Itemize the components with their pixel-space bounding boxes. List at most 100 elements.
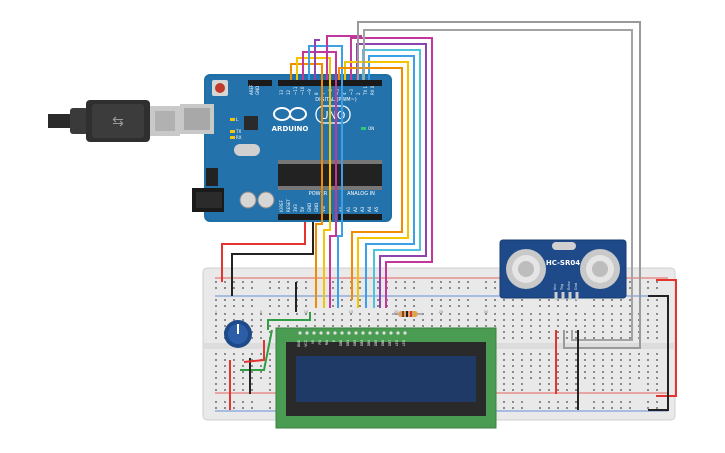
sensor-pin-label: Trig: [560, 284, 564, 291]
digital-pin-label: ~5: [335, 89, 340, 95]
wire-d5-yellow: [344, 61, 409, 308]
arduino-brand-text: ARDUINO: [272, 125, 309, 133]
power-pin-label: GND: [307, 203, 312, 212]
lcd-pin[interactable]: [347, 331, 351, 335]
resistor[interactable]: [392, 311, 424, 317]
analog-header-label: ANALOG IN: [347, 191, 375, 197]
arduino-logo: [273, 107, 307, 121]
label-aref: AREF: [249, 84, 254, 95]
usb-cable: ⇆: [48, 100, 180, 142]
digital-pin-label: RX 0: [370, 85, 375, 95]
power-pin-label: Vin: [321, 205, 326, 212]
wire-echo-gray: [363, 29, 633, 341]
digital-pin-label: TX 1: [363, 86, 368, 96]
lcd-pin-label: VCC: [304, 339, 308, 346]
wire-pot-green-2: [240, 329, 273, 371]
breadboard-col-number: 30: [484, 309, 489, 314]
digital-pin-label: ~9: [307, 89, 312, 95]
lcd-pin-label: LED: [395, 339, 399, 346]
digital-pin-label: 7: [321, 92, 326, 95]
wire-d8-purple-stub: [314, 39, 320, 80]
lcd-pin-label: RW: [325, 340, 329, 345]
sensor-pin-label: Echo: [567, 282, 571, 291]
digital-pin-label: ~10: [300, 86, 305, 95]
lcd-pin-label: DB1: [346, 340, 350, 346]
power-pin-label: 5V: [300, 206, 305, 212]
lcd-pin-label: DB6: [381, 340, 385, 346]
uno-badge: [315, 105, 351, 124]
wire-5v-red: [221, 222, 306, 282]
label-on: ON: [368, 126, 374, 131]
sensor-pin[interactable]: [554, 292, 558, 300]
breadboard-col-number: 15: [349, 309, 354, 314]
lcd-pin-label: DB7: [388, 340, 392, 346]
digital-pin-label: 4: [342, 92, 347, 95]
reset-button-cap[interactable]: [215, 83, 225, 93]
lcd-pin-label: E: [332, 340, 336, 342]
lcd-pin[interactable]: [326, 331, 330, 335]
lcd-pin-label: RS: [318, 340, 322, 344]
lcd-pin-label: DB3: [360, 340, 364, 346]
lcd-pin[interactable]: [389, 331, 393, 335]
power-pin-label: 3V3: [293, 204, 298, 212]
lcd-pin[interactable]: [340, 331, 344, 335]
analog-pin-label: A3: [360, 206, 365, 212]
digital-pin-label: 12: [286, 89, 291, 95]
wires: [221, 21, 677, 411]
power-header-label: POWER: [309, 191, 328, 197]
lcd-pin[interactable]: [368, 331, 372, 335]
wire-d10-magenta: [302, 51, 337, 308]
usb-icon: ⇆: [112, 113, 124, 129]
sensor-pin[interactable]: [561, 292, 565, 300]
usb-chip: [244, 116, 258, 130]
wire-rail-red-right: [656, 279, 677, 397]
lcd-pin-label: V0: [311, 340, 315, 344]
lcd-pin[interactable]: [361, 331, 365, 335]
lcd-pin-label: GND: [297, 339, 301, 347]
lcd-pin[interactable]: [298, 331, 302, 335]
potentiometer[interactable]: [224, 320, 252, 348]
analog-pin-label: A2: [353, 206, 358, 212]
analog-pin-label: A4: [367, 206, 372, 212]
wire-d12-orange: [290, 63, 323, 308]
lcd-screen: [296, 356, 476, 402]
digital-pin-label: 13: [279, 89, 284, 95]
lcd-pin[interactable]: [333, 331, 337, 335]
wire-d1-blue: [365, 55, 415, 308]
breadboard-col-number: 5: [260, 309, 263, 314]
header-power: [278, 214, 332, 220]
lcd-pin[interactable]: [382, 331, 386, 335]
wire-lcd-red: [243, 340, 265, 363]
wire-d9-blue: [308, 45, 343, 308]
sensor-pin[interactable]: [568, 292, 572, 300]
sensor-pin-label: Vcc: [553, 284, 557, 290]
lcd-pin-label: DB2: [353, 340, 357, 346]
breadboard-col-number: 20: [394, 309, 399, 314]
lcd-pin[interactable]: [403, 331, 407, 335]
sensor-crystal: [552, 242, 576, 250]
lcd-pin[interactable]: [375, 331, 379, 335]
lcd-pin[interactable]: [319, 331, 323, 335]
label-tx: TX: [235, 129, 241, 134]
label-l: L: [236, 117, 239, 122]
analog-pin-label: A5: [374, 206, 379, 212]
wire-d7-stub: [326, 35, 362, 80]
power-pin-label: IOREF: [279, 199, 284, 212]
model-text: UNO: [321, 109, 346, 122]
lcd-pin[interactable]: [354, 331, 358, 335]
lcd-pin[interactable]: [305, 331, 309, 335]
header-analog: [338, 214, 382, 220]
sensor-pin[interactable]: [575, 292, 579, 300]
power-pin-label: RESET: [286, 199, 291, 212]
breadboard-col-number: 10: [304, 309, 309, 314]
digital-pin-label: 8: [314, 92, 319, 95]
wire-d4-magenta: [350, 37, 433, 308]
lcd-pin[interactable]: [312, 331, 316, 335]
lcd-pin-label: DB5: [374, 340, 378, 346]
lcd-pin[interactable]: [396, 331, 400, 335]
wire-trig-gray: [357, 21, 641, 349]
